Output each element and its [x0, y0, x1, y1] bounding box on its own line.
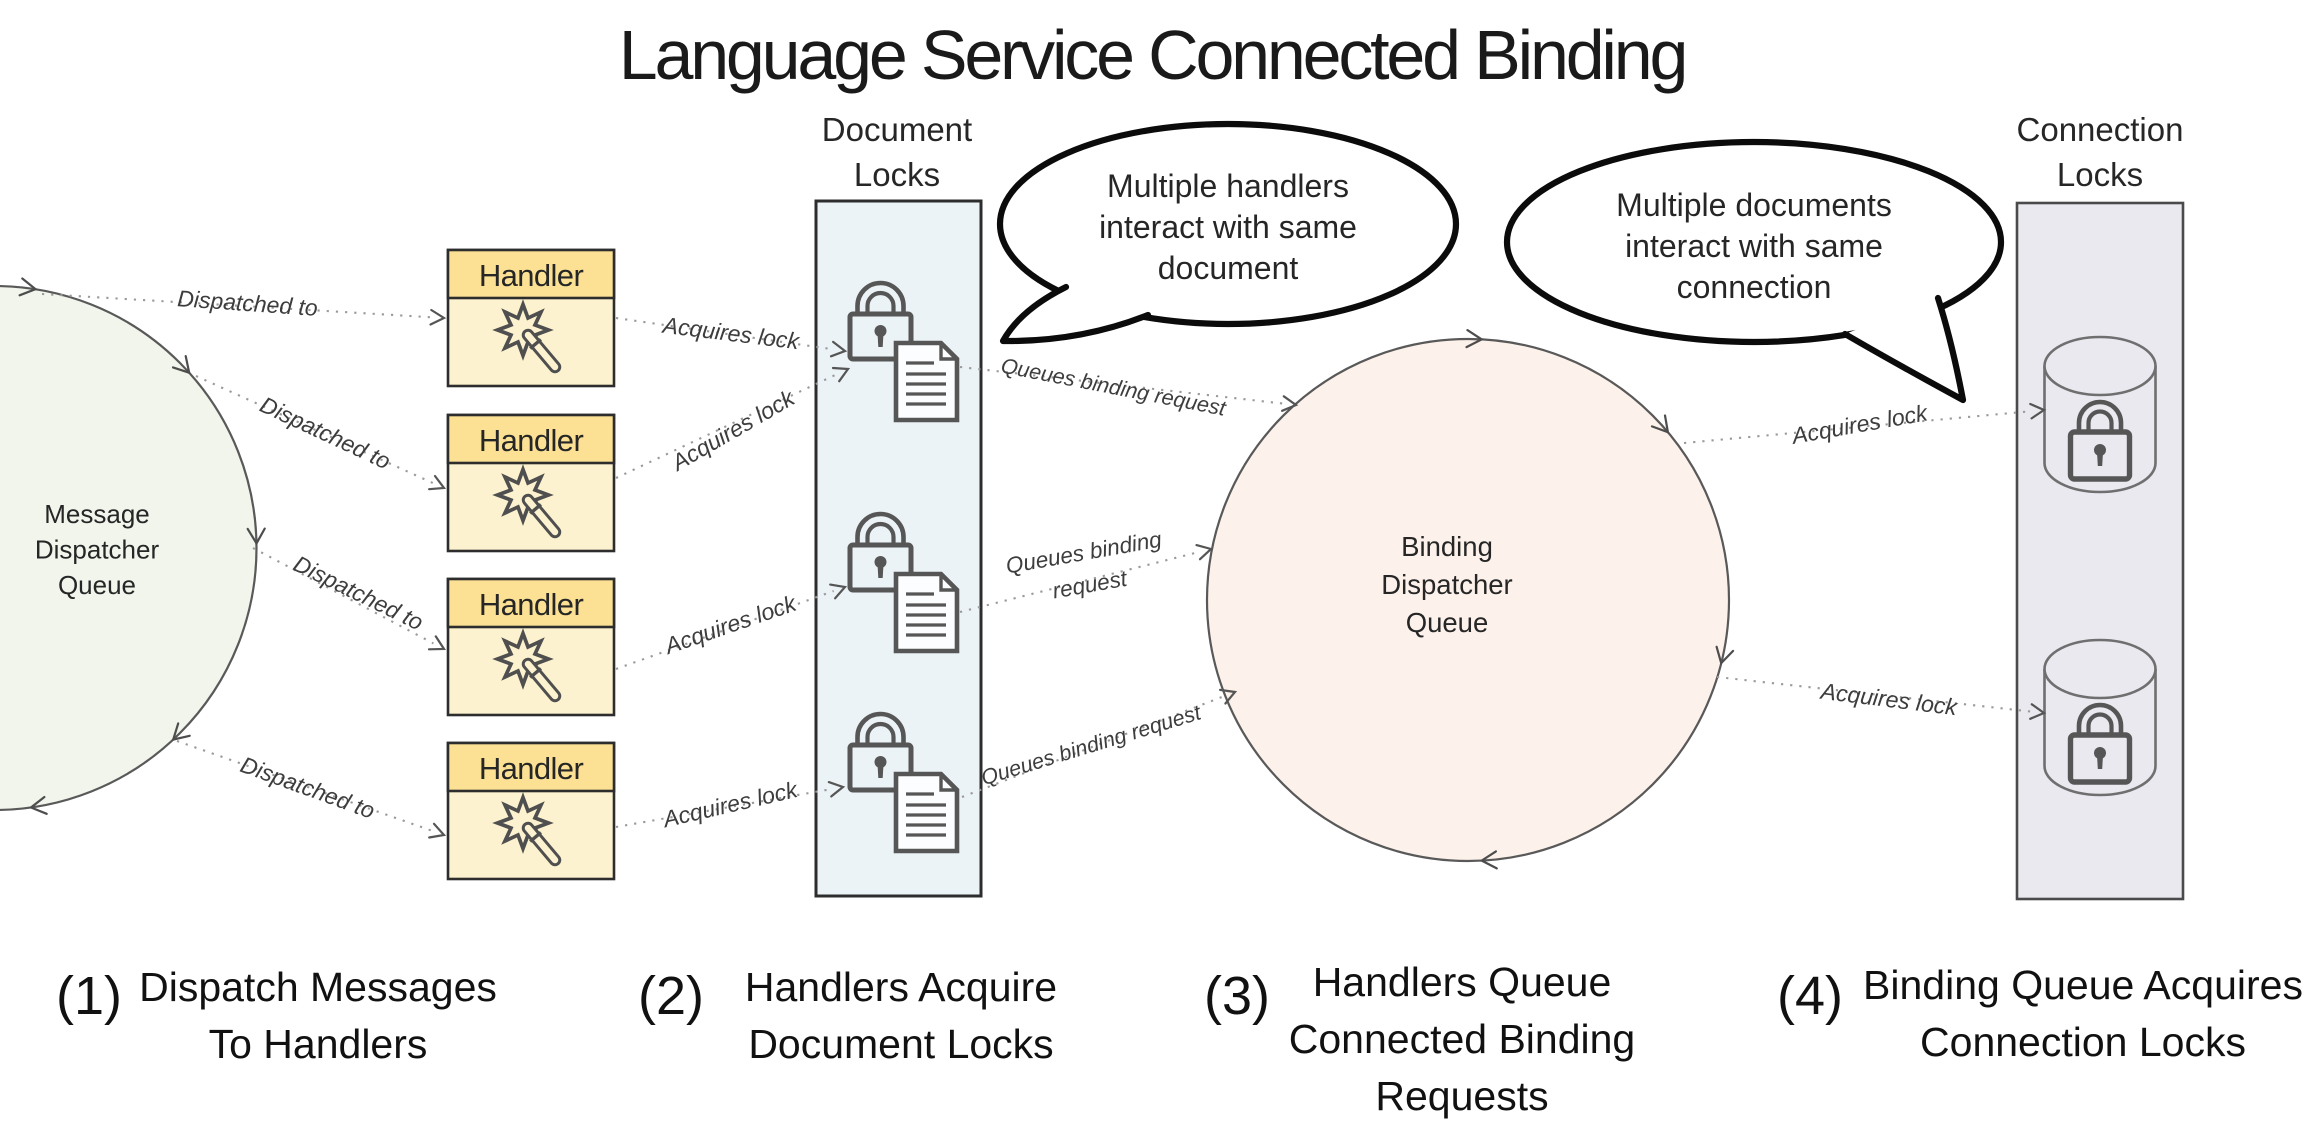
svg-text:Language Service Connected Bin: Language Service Connected Binding [619, 16, 1686, 94]
svg-text:Handlers Acquire: Handlers Acquire [745, 964, 1057, 1010]
svg-text:document: document [1158, 250, 1299, 286]
svg-text:Handlers Queue: Handlers Queue [1313, 959, 1612, 1005]
svg-text:(2): (2) [638, 966, 704, 1026]
svg-text:Multiple handlers: Multiple handlers [1107, 168, 1349, 204]
svg-text:Dispatch Messages: Dispatch Messages [139, 964, 497, 1010]
svg-text:Connection: Connection [2017, 111, 2184, 148]
svg-text:To Handlers: To Handlers [209, 1021, 428, 1067]
svg-text:connection: connection [1677, 269, 1832, 305]
svg-text:Dispatcher: Dispatcher [35, 535, 160, 565]
svg-text:Binding: Binding [1401, 531, 1493, 562]
svg-text:Connection Locks: Connection Locks [1920, 1019, 2246, 1065]
svg-text:interact with same: interact with same [1099, 209, 1357, 245]
svg-text:Requests: Requests [1375, 1073, 1548, 1119]
svg-text:Handler: Handler [479, 751, 584, 786]
svg-text:Binding Queue Acquires: Binding Queue Acquires [1863, 962, 2303, 1008]
svg-text:Handler: Handler [479, 423, 584, 458]
svg-text:Connected Binding: Connected Binding [1289, 1016, 1635, 1062]
svg-text:interact with same: interact with same [1625, 228, 1883, 264]
svg-text:Document Locks: Document Locks [748, 1021, 1053, 1067]
svg-text:(3): (3) [1204, 966, 1270, 1026]
svg-text:Dispatcher: Dispatcher [1381, 569, 1512, 600]
svg-text:Multiple documents: Multiple documents [1616, 187, 1892, 223]
svg-text:(1): (1) [56, 966, 122, 1026]
svg-text:Queue: Queue [58, 570, 136, 600]
svg-text:Document: Document [822, 111, 972, 148]
svg-text:Locks: Locks [854, 156, 940, 193]
svg-text:Message: Message [44, 499, 150, 529]
svg-text:(4): (4) [1777, 966, 1843, 1026]
svg-text:Queue: Queue [1406, 607, 1489, 638]
svg-text:Handler: Handler [479, 258, 584, 293]
svg-text:Locks: Locks [2057, 156, 2143, 193]
svg-text:Handler: Handler [479, 587, 584, 622]
